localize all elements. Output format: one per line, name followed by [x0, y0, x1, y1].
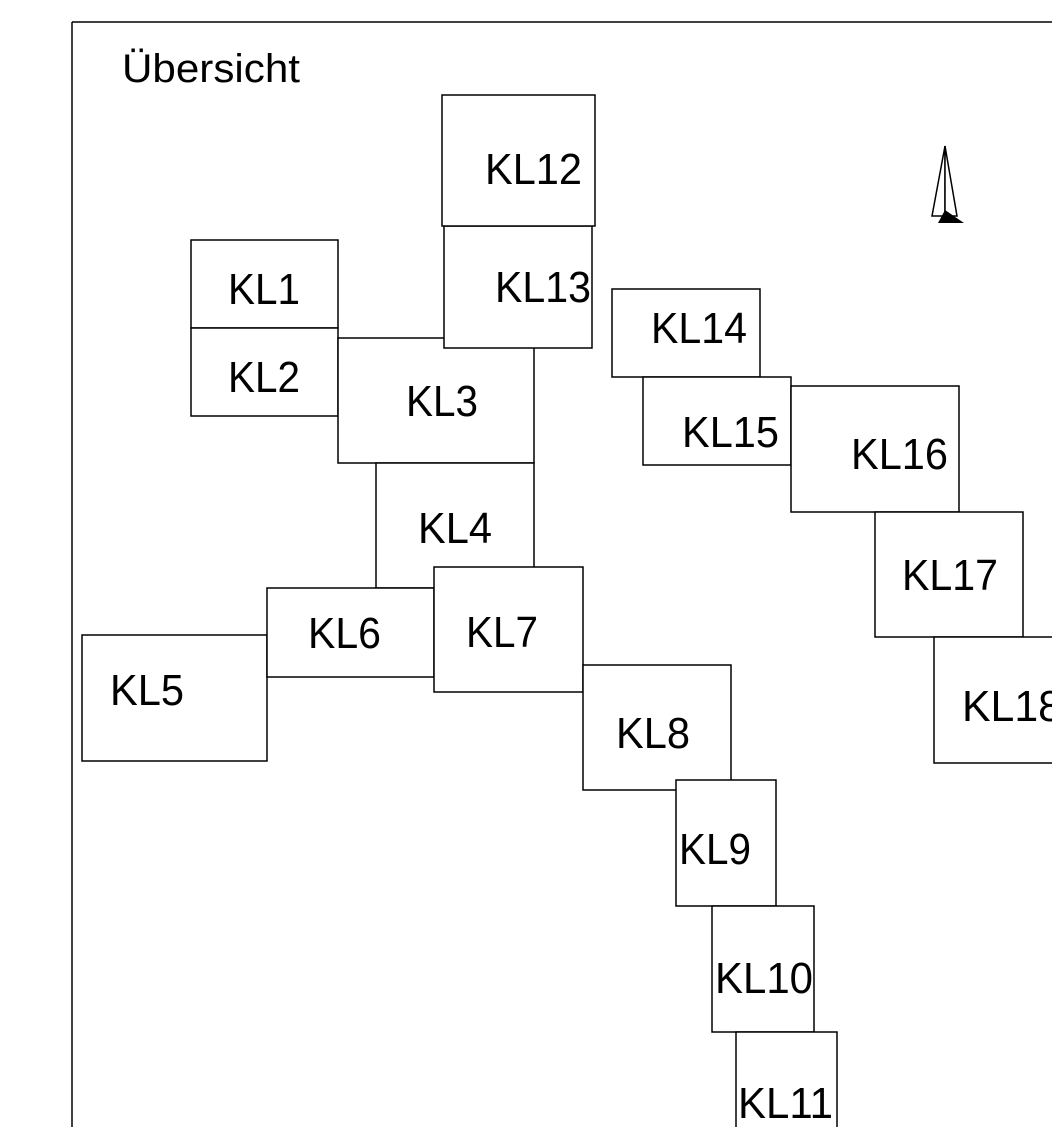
sheet-tile-kl11	[735, 1031, 838, 1127]
sheet-label-kl16: KL16	[851, 430, 948, 479]
sheet-tile-kl7	[433, 566, 584, 693]
sheet-label-kl1: KL1	[228, 265, 300, 314]
sheet-label-kl3: KL3	[406, 377, 478, 426]
map-title: Übersicht	[122, 47, 300, 91]
sheet-label-kl18: KL18	[962, 682, 1052, 731]
sheet-tile-kl1	[190, 239, 339, 329]
sheet-tile-kl3	[337, 337, 535, 464]
sheet-label-kl17: KL17	[902, 551, 998, 600]
sheet-label-kl10: KL10	[715, 954, 813, 1003]
sheet-label-kl12: KL12	[485, 145, 582, 194]
sheet-label-kl7: KL7	[466, 608, 538, 657]
sheet-label-kl5: KL5	[110, 666, 184, 715]
map-frame	[71, 21, 1052, 1127]
sheet-tile-kl16	[790, 385, 960, 513]
sheet-tile-kl13	[443, 225, 593, 349]
sheet-tile-kl8	[582, 664, 732, 791]
sheet-tile-kl5	[81, 634, 268, 762]
sheet-label-kl14: KL14	[651, 304, 747, 353]
sheet-tile-kl2	[190, 327, 339, 417]
sheet-tile-kl15	[642, 376, 792, 466]
sheet-label-kl4: KL4	[418, 504, 492, 553]
sheet-label-kl13: KL13	[495, 263, 591, 312]
sheet-label-kl8: KL8	[616, 709, 690, 758]
sheet-tile-kl12	[441, 94, 596, 227]
sheet-label-kl11: KL11	[738, 1079, 833, 1127]
sheet-tile-kl14	[611, 288, 761, 378]
sheet-label-kl9: KL9	[679, 825, 751, 874]
sheet-label-kl2: KL2	[228, 353, 300, 402]
sheet-tile-kl18	[933, 636, 1052, 764]
sheet-label-kl6: KL6	[308, 609, 381, 658]
sheet-tile-kl6	[266, 587, 435, 678]
sheet-tile-kl10	[711, 905, 815, 1033]
sheet-label-kl15: KL15	[682, 408, 779, 457]
north-arrow-icon	[931, 145, 964, 223]
sheet-tile-kl17	[874, 511, 1024, 638]
